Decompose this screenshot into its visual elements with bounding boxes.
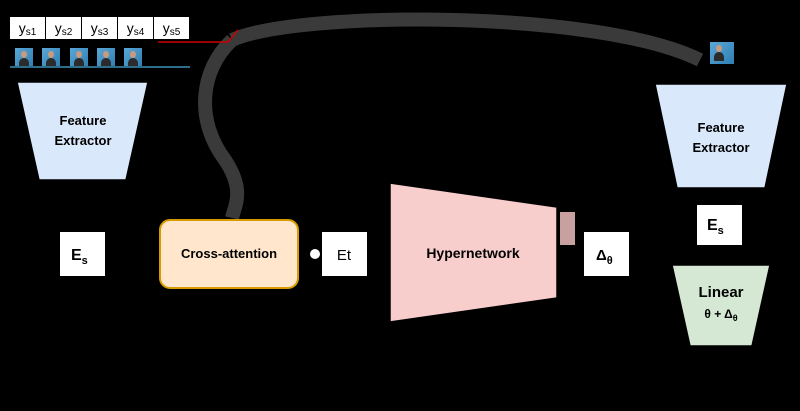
linear-title: Linear — [698, 284, 743, 301]
face-thumbnail-icon — [15, 48, 33, 66]
left-extractor-line2: Extractor — [54, 133, 111, 148]
cross-attention-label: Cross-attention — [181, 246, 277, 261]
cross-attention-block — [159, 219, 299, 289]
hypernetwork-block — [389, 182, 558, 323]
support-label-4: ys4 — [118, 17, 153, 39]
es-right-box — [697, 205, 742, 245]
face-thumbnail-icon — [97, 48, 115, 66]
face-thumbnail-icon — [124, 48, 142, 66]
support-label-1: ys1 — [10, 17, 45, 39]
es-left-label: Es — [71, 247, 88, 267]
top-connector-curve — [229, 12, 704, 67]
hypernetwork-handle — [560, 212, 575, 245]
right-extractor-line2: Extractor — [692, 140, 749, 155]
es-right-label: Es — [707, 217, 724, 237]
face-thumbnail-icon — [42, 48, 60, 66]
delta-theta-label: Δθ — [596, 247, 613, 267]
support-label-2: ys2 — [46, 17, 81, 39]
es-left-box — [60, 232, 105, 276]
linear-formula: θ + Δθ — [704, 307, 737, 323]
red-connector-line — [158, 29, 239, 43]
et-connector-dot — [310, 249, 320, 259]
left-extractor-line1: Feature — [60, 113, 107, 128]
delta-theta-box — [584, 232, 629, 276]
et-box — [322, 232, 367, 276]
support-label-3: ys3 — [82, 17, 117, 39]
hypernetwork-label: Hypernetwork — [426, 245, 520, 261]
query-face-icon — [710, 42, 734, 64]
query-connector-curve — [198, 34, 245, 220]
right-feature-extractor — [654, 83, 788, 189]
et-label: Et — [337, 247, 352, 264]
left-feature-extractor — [16, 81, 149, 181]
right-extractor-line1: Feature — [698, 120, 745, 135]
face-thumbnail-icon — [70, 48, 88, 66]
linear-block — [671, 264, 771, 347]
support-label-5: ys5 — [154, 17, 189, 39]
